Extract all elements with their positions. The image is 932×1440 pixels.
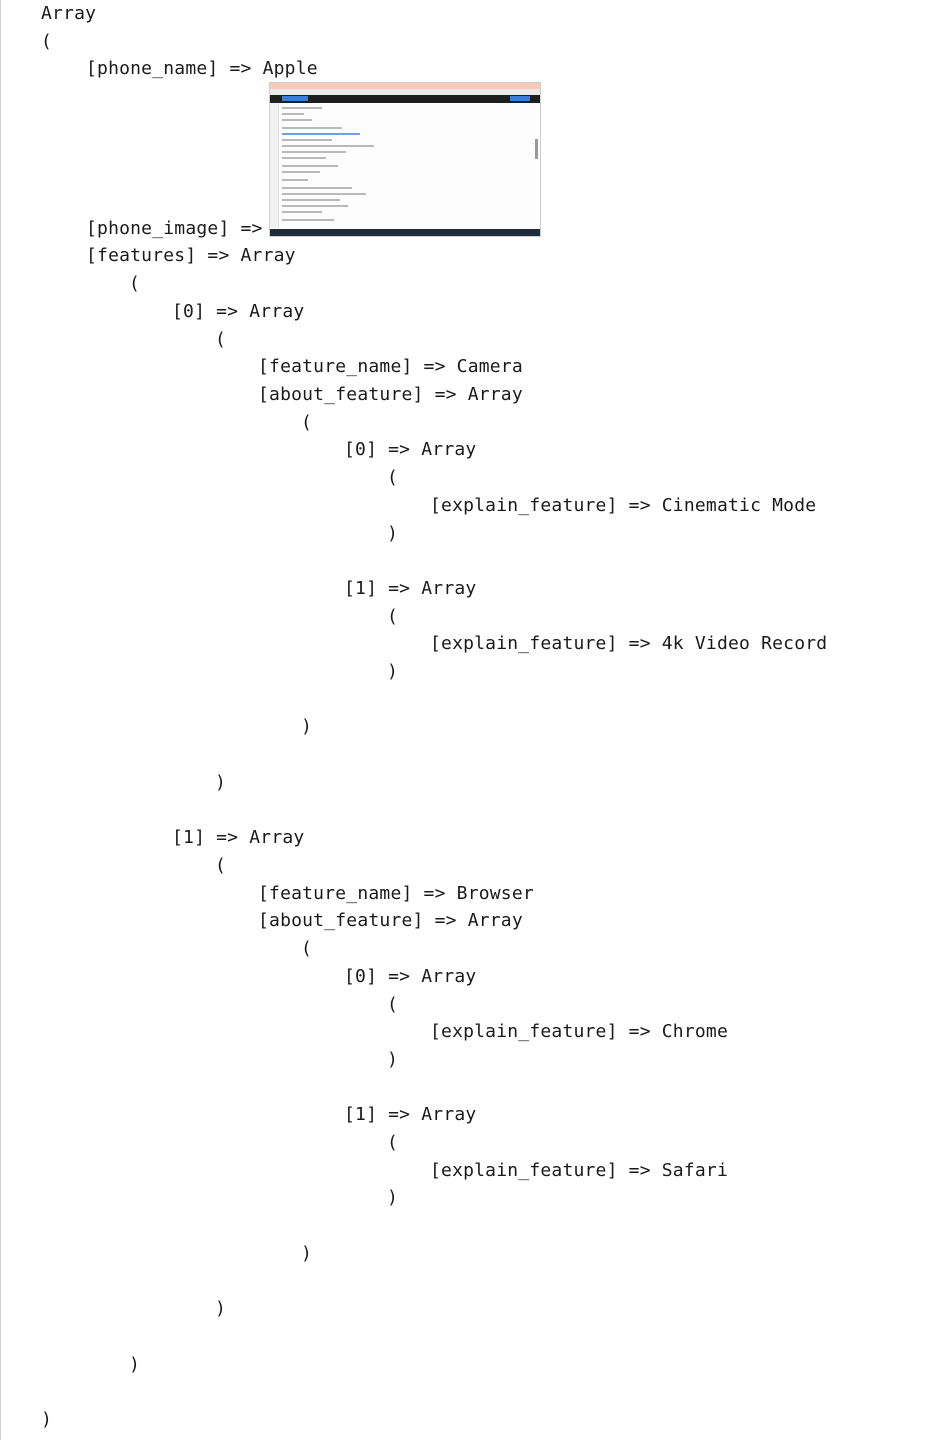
screenshot-code-line (282, 107, 322, 109)
phone-image-thumbnail[interactable] (269, 82, 541, 237)
screenshot-tabs (270, 83, 540, 89)
phone-image-line: [phone_image] => (86, 218, 263, 239)
screenshot-code-line (282, 193, 366, 195)
screenshot-code-line (282, 151, 346, 153)
close-paren: ) (215, 772, 227, 793)
close-paren: ) (387, 523, 399, 544)
screenshot-code-line (282, 179, 308, 181)
close-paren: ) (215, 1298, 227, 1319)
feature-0-about: [about_feature] => Array (258, 384, 523, 405)
feature-1-item-0-index: [0] => Array (344, 966, 477, 987)
screenshot-code-line (282, 211, 322, 213)
feature-1-item-0-explain: [explain_feature] => Chrome (430, 1021, 728, 1042)
close-paren: ) (387, 1049, 399, 1070)
screenshot-line-gutter (270, 103, 279, 228)
open-paren: ( (41, 31, 53, 52)
close-paren: ) (387, 661, 399, 682)
close-paren: ) (301, 1243, 313, 1264)
open-paren: ( (387, 994, 399, 1015)
screenshot-scrollbar (535, 139, 538, 159)
screenshot-code-line (282, 171, 320, 173)
feature-0-name: [feature_name] => Camera (258, 356, 523, 377)
close-paren: ) (129, 1354, 141, 1375)
screenshot-code-line (282, 165, 338, 167)
screenshot-code-line (282, 119, 312, 121)
open-paren: ( (129, 273, 141, 294)
feature-0-index: [0] => Array (172, 301, 305, 322)
open-paren: ( (387, 467, 399, 488)
root-type: Array (41, 3, 97, 24)
screenshot-code-line (282, 127, 342, 129)
open-paren: ( (387, 606, 399, 627)
screenshot-code-line (282, 219, 334, 221)
screenshot-code-line (282, 199, 340, 201)
screenshot-code-line (282, 157, 326, 159)
feature-1-about: [about_feature] => Array (258, 910, 523, 931)
open-paren: ( (387, 1132, 399, 1153)
features-line: [features] => Array (86, 245, 296, 266)
screenshot-button (510, 96, 530, 101)
close-paren: ) (301, 716, 313, 737)
screenshot-toolbar (270, 95, 540, 103)
open-paren: ( (301, 938, 313, 959)
screenshot-code-line (282, 133, 360, 135)
screenshot-code-line (282, 139, 332, 141)
screenshot-code-line (282, 145, 374, 147)
open-paren: ( (215, 329, 227, 350)
feature-1-item-1-explain: [explain_feature] => Safari (430, 1160, 728, 1181)
close-paren: ) (387, 1187, 399, 1208)
feature-0-item-1-explain: [explain_feature] => 4k Video Record (430, 633, 828, 654)
feature-1-name: [feature_name] => Browser (258, 883, 534, 904)
feature-0-item-1-index: [1] => Array (344, 578, 477, 599)
screenshot-address-bar (270, 89, 540, 95)
phone-name-line: [phone_name] => Apple (86, 58, 318, 79)
feature-1-index: [1] => Array (172, 827, 305, 848)
feature-0-item-0-index: [0] => Array (344, 439, 477, 460)
screenshot-code-line (282, 113, 304, 115)
feature-1-item-1-index: [1] => Array (344, 1104, 477, 1125)
close-paren: ) (41, 1409, 53, 1430)
open-paren: ( (301, 412, 313, 433)
open-paren: ( (215, 855, 227, 876)
screenshot-code-line (282, 187, 352, 189)
feature-0-item-0-explain: [explain_feature] => Cinematic Mode (430, 495, 817, 516)
screenshot-code-line (282, 205, 348, 207)
screenshot-button (282, 96, 308, 101)
screenshot-taskbar (270, 229, 540, 236)
